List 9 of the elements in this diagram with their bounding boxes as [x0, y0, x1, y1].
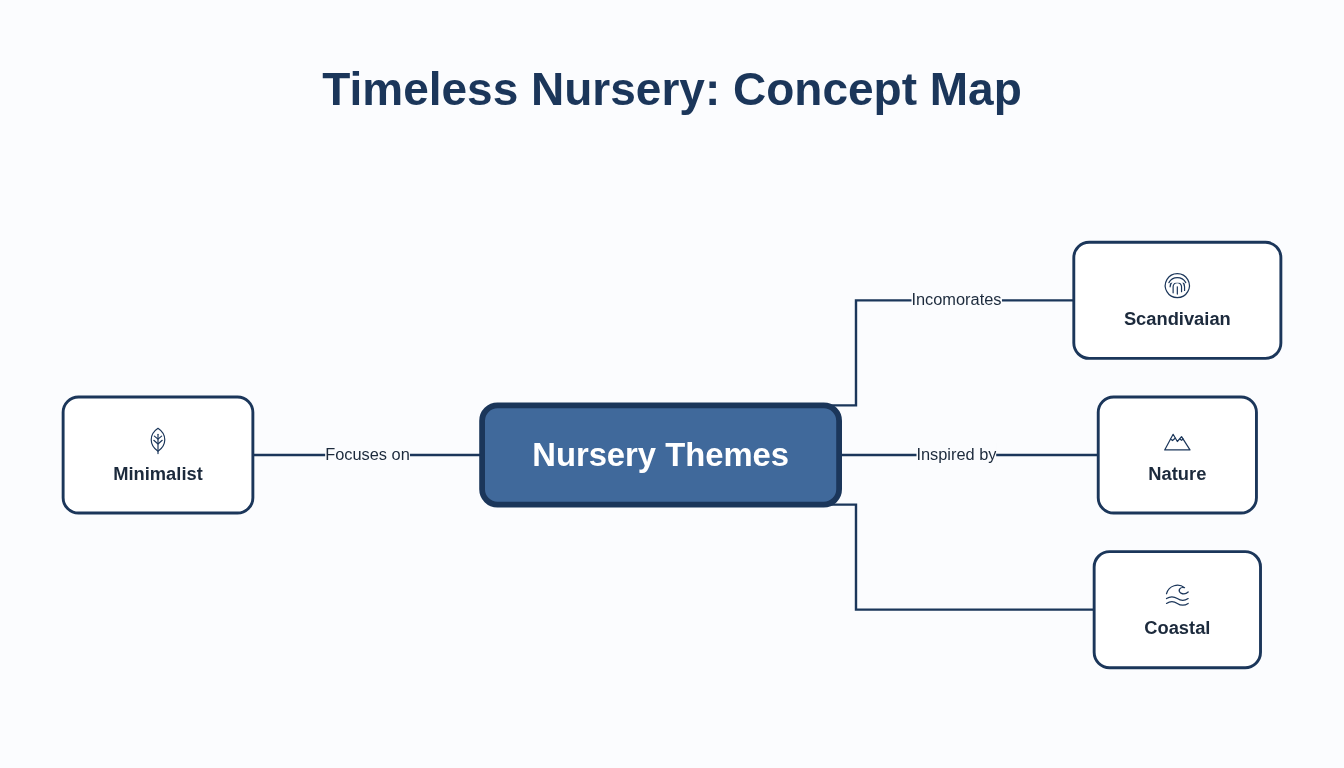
node-box: Coastal [1092, 550, 1262, 670]
node-box: Minimalist [61, 395, 255, 515]
node-box: Nursery Themes [479, 402, 842, 508]
edge-label: Incomorates [911, 290, 1002, 310]
edge-label: Focuses on [325, 445, 410, 464]
edge-label: Inspired by [916, 445, 997, 464]
node-box: Scandivaian [1072, 240, 1283, 360]
node-box: Nature [1096, 395, 1258, 515]
title: Timeless Nursery: Concept Map [321, 62, 1023, 116]
